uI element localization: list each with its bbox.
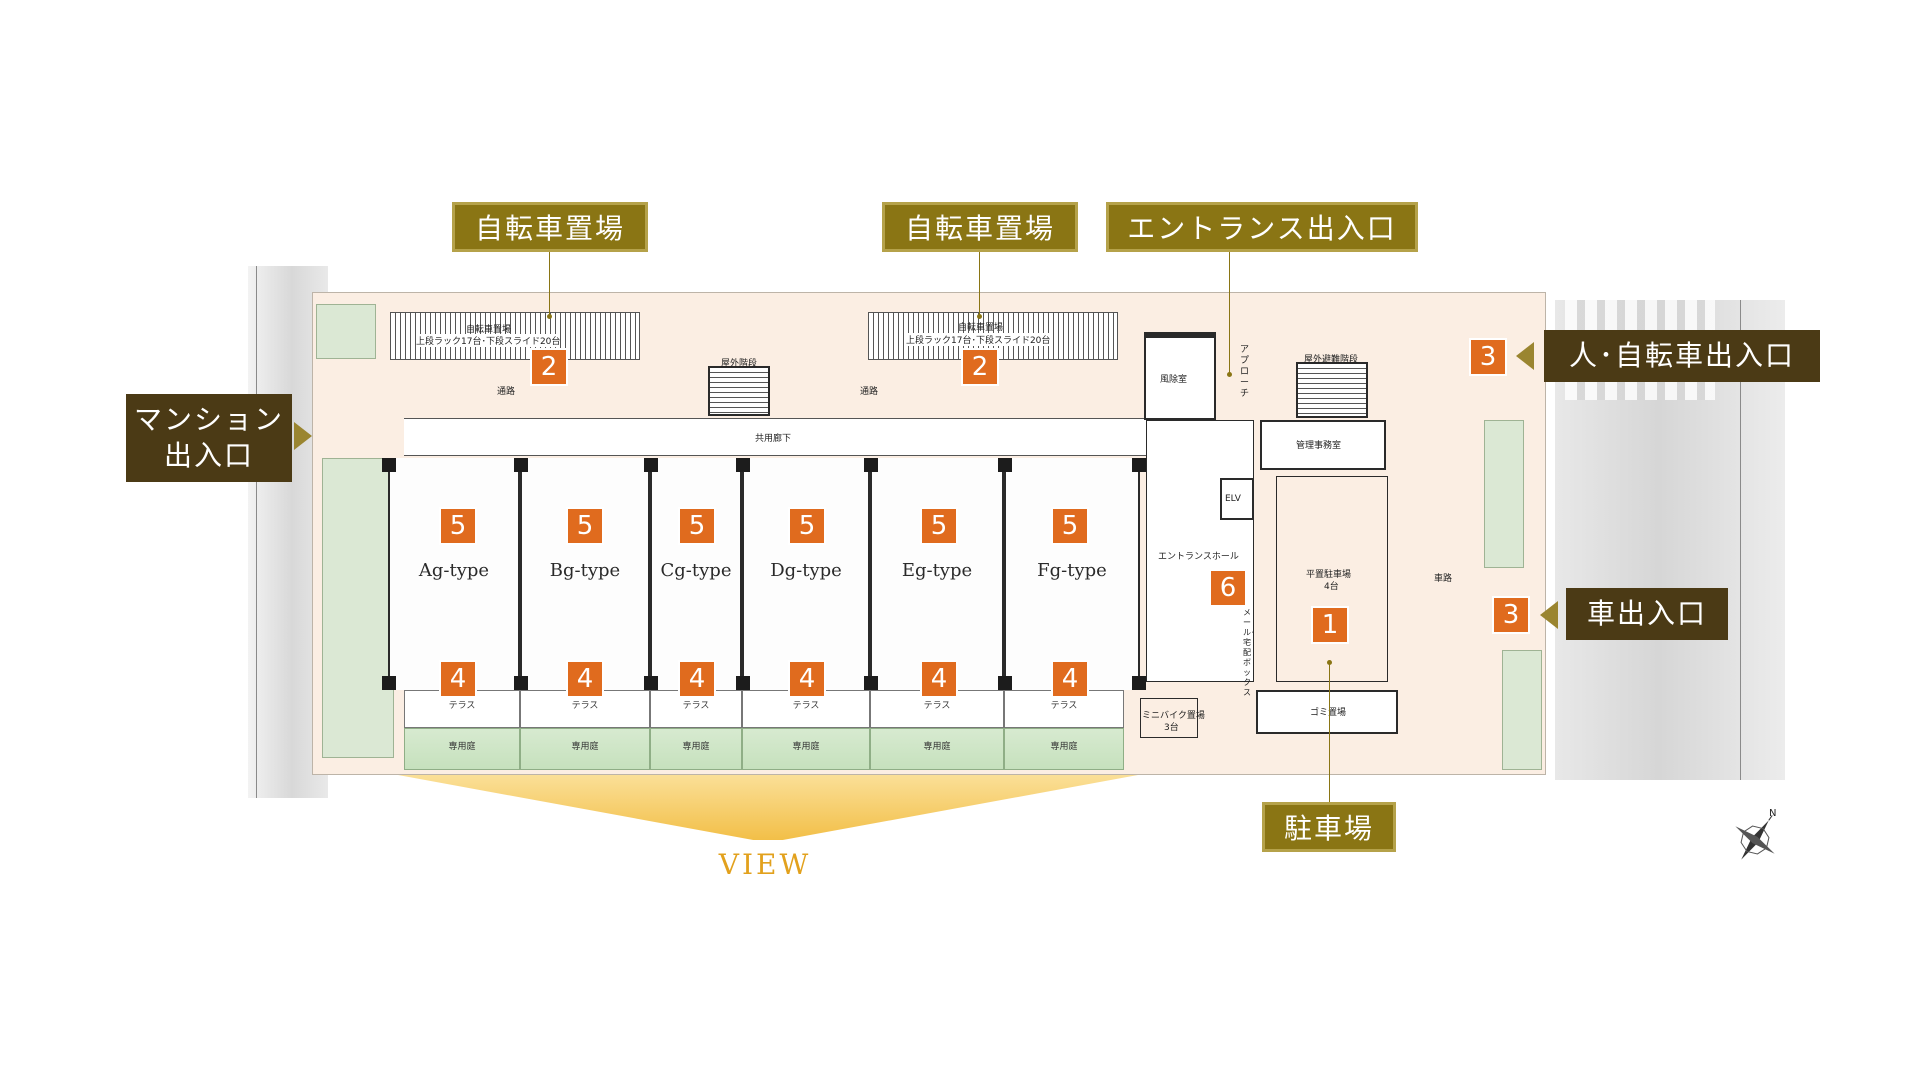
outdoor-stair bbox=[708, 366, 770, 416]
badge-unit-ag-4: 4 bbox=[439, 660, 477, 698]
badge-parking: 1 bbox=[1311, 606, 1349, 644]
mini-bike-parking bbox=[1140, 698, 1198, 738]
mini-bike-label: ミニバイク置場 bbox=[1142, 711, 1205, 721]
leader-dot-parking bbox=[1327, 660, 1332, 665]
leader-dot-entrance bbox=[1227, 372, 1232, 377]
badge-bike-parking-west: 2 bbox=[530, 348, 568, 386]
leader-bike-center bbox=[979, 252, 980, 318]
unit-fg[interactable]: Fg-type bbox=[998, 458, 1146, 690]
badge-car-entrance: 3 bbox=[1492, 596, 1530, 634]
badge-unit-eg-4: 4 bbox=[920, 660, 958, 698]
unit-name: Eg-type bbox=[901, 560, 973, 581]
badge-unit-fg-5: 5 bbox=[1051, 507, 1089, 545]
planting-west bbox=[322, 458, 394, 758]
unit-dg[interactable]: Dg-type bbox=[736, 458, 870, 690]
private-garden-bg: 専用庭 bbox=[520, 728, 650, 770]
common-corridor-label: 共用廊下 bbox=[755, 434, 792, 444]
callout-pedestrian-bike-entrance: 人･自転車出入口 bbox=[1544, 330, 1820, 382]
windbreak-room-label: 風除室 bbox=[1160, 375, 1188, 385]
callout-parking: 駐車場 bbox=[1262, 802, 1396, 852]
view-direction-fan bbox=[398, 775, 1138, 840]
callout-mansion-entrance: マンション 出入口 bbox=[126, 394, 292, 482]
private-garden-dg: 専用庭 bbox=[742, 728, 870, 770]
leader-dot-bike-west bbox=[547, 314, 552, 319]
badge-unit-dg-5: 5 bbox=[788, 507, 826, 545]
private-garden-fg: 専用庭 bbox=[1004, 728, 1124, 770]
bike-rack-west-title: 自転車置場 bbox=[466, 325, 512, 335]
north-compass-icon: N bbox=[1725, 808, 1785, 868]
flat-parking-count: 4台 bbox=[1324, 582, 1339, 592]
terrace-ag: テラス bbox=[404, 690, 520, 728]
planting-east-north bbox=[1484, 420, 1524, 568]
private-garden-cg: 専用庭 bbox=[650, 728, 742, 770]
leader-bike-west bbox=[549, 252, 550, 318]
unit-name: Bg-type bbox=[549, 560, 621, 581]
mailbox-label: メール･宅配ボックス bbox=[1243, 608, 1255, 697]
management-office bbox=[1260, 420, 1386, 470]
callout-car-entrance: 車出入口 bbox=[1566, 588, 1728, 640]
view-label: VIEW bbox=[718, 848, 812, 881]
arrow-mansion-entrance bbox=[294, 422, 312, 450]
outdoor-evacuation-stair bbox=[1296, 362, 1368, 418]
bike-rack-center-title: 自転車置場 bbox=[958, 323, 1004, 333]
unit-name: Dg-type bbox=[770, 560, 842, 581]
badge-unit-ag-5: 5 bbox=[439, 507, 477, 545]
badge-unit-cg-4: 4 bbox=[678, 660, 716, 698]
unit-bg[interactable]: Bg-type bbox=[514, 458, 650, 690]
elevator bbox=[1220, 478, 1254, 520]
outdoor-stair-label: 屋外階段 bbox=[721, 359, 758, 369]
management-office-label: 管理事務室 bbox=[1296, 441, 1342, 451]
arrow-ped-entrance bbox=[1516, 342, 1534, 370]
driveway-label: 車路 bbox=[1434, 574, 1453, 584]
unit-eg[interactable]: Eg-type bbox=[864, 458, 1004, 690]
planting-northwest bbox=[316, 304, 376, 359]
outdoor-evac-stair-label: 屋外避難階段 bbox=[1304, 355, 1359, 365]
unit-cg[interactable]: Cg-type bbox=[644, 458, 742, 690]
badge-unit-bg-5: 5 bbox=[566, 507, 604, 545]
unit-name: Ag-type bbox=[418, 560, 490, 581]
flat-parking-label: 平置駐車場 bbox=[1306, 570, 1352, 580]
unit-ag[interactable]: Ag-type bbox=[382, 458, 520, 690]
arrow-car-entrance bbox=[1540, 601, 1558, 629]
badge-ped-entrance: 3 bbox=[1469, 338, 1507, 376]
terrace-dg: テラス bbox=[742, 690, 870, 728]
passage-label-center: 通路 bbox=[860, 387, 879, 397]
planting-east-south bbox=[1502, 650, 1542, 770]
approach-label: アプローチ bbox=[1240, 345, 1250, 399]
entrance-hall-label: エントランスホール bbox=[1158, 552, 1239, 562]
badge-unit-bg-4: 4 bbox=[566, 660, 604, 698]
bike-rack-west-detail: 上段ラック17台･下段スライド20台 bbox=[416, 334, 561, 347]
leader-dot-bike-center bbox=[977, 314, 982, 319]
mansion-entrance-line2: 出入口 bbox=[163, 439, 254, 472]
garbage-area bbox=[1256, 690, 1398, 734]
elv-label: ELV bbox=[1225, 494, 1241, 504]
badge-unit-fg-4: 4 bbox=[1051, 660, 1089, 698]
garbage-label: ゴミ置場 bbox=[1310, 708, 1347, 718]
badge-bike-parking-center: 2 bbox=[961, 348, 999, 386]
badge-entrance-hall: 6 bbox=[1209, 569, 1247, 607]
private-garden-eg: 専用庭 bbox=[870, 728, 1004, 770]
leader-parking bbox=[1329, 662, 1330, 802]
callout-bike-parking-center: 自転車置場 bbox=[882, 202, 1078, 252]
common-corridor bbox=[404, 418, 1146, 456]
private-garden-ag: 専用庭 bbox=[404, 728, 520, 770]
entrance-hall bbox=[1146, 420, 1254, 682]
mini-bike-count: 3台 bbox=[1164, 723, 1179, 733]
unit-name: Fg-type bbox=[1037, 560, 1107, 581]
bike-rack-center-detail: 上段ラック17台･下段スライド20台 bbox=[906, 333, 1051, 346]
mansion-entrance-line1: マンション bbox=[133, 402, 284, 436]
badge-unit-eg-5: 5 bbox=[920, 507, 958, 545]
callout-entrance: エントランス出入口 bbox=[1106, 202, 1418, 252]
badge-unit-cg-5: 5 bbox=[678, 507, 716, 545]
passage-label-west: 通路 bbox=[497, 387, 516, 397]
flat-parking bbox=[1276, 476, 1388, 682]
windbreak-room bbox=[1144, 332, 1216, 420]
unit-name: Cg-type bbox=[660, 560, 732, 581]
leader-entrance bbox=[1229, 252, 1230, 376]
compass-north-label: N bbox=[1769, 808, 1777, 819]
callout-bike-parking-west: 自転車置場 bbox=[452, 202, 648, 252]
badge-unit-dg-4: 4 bbox=[788, 660, 826, 698]
